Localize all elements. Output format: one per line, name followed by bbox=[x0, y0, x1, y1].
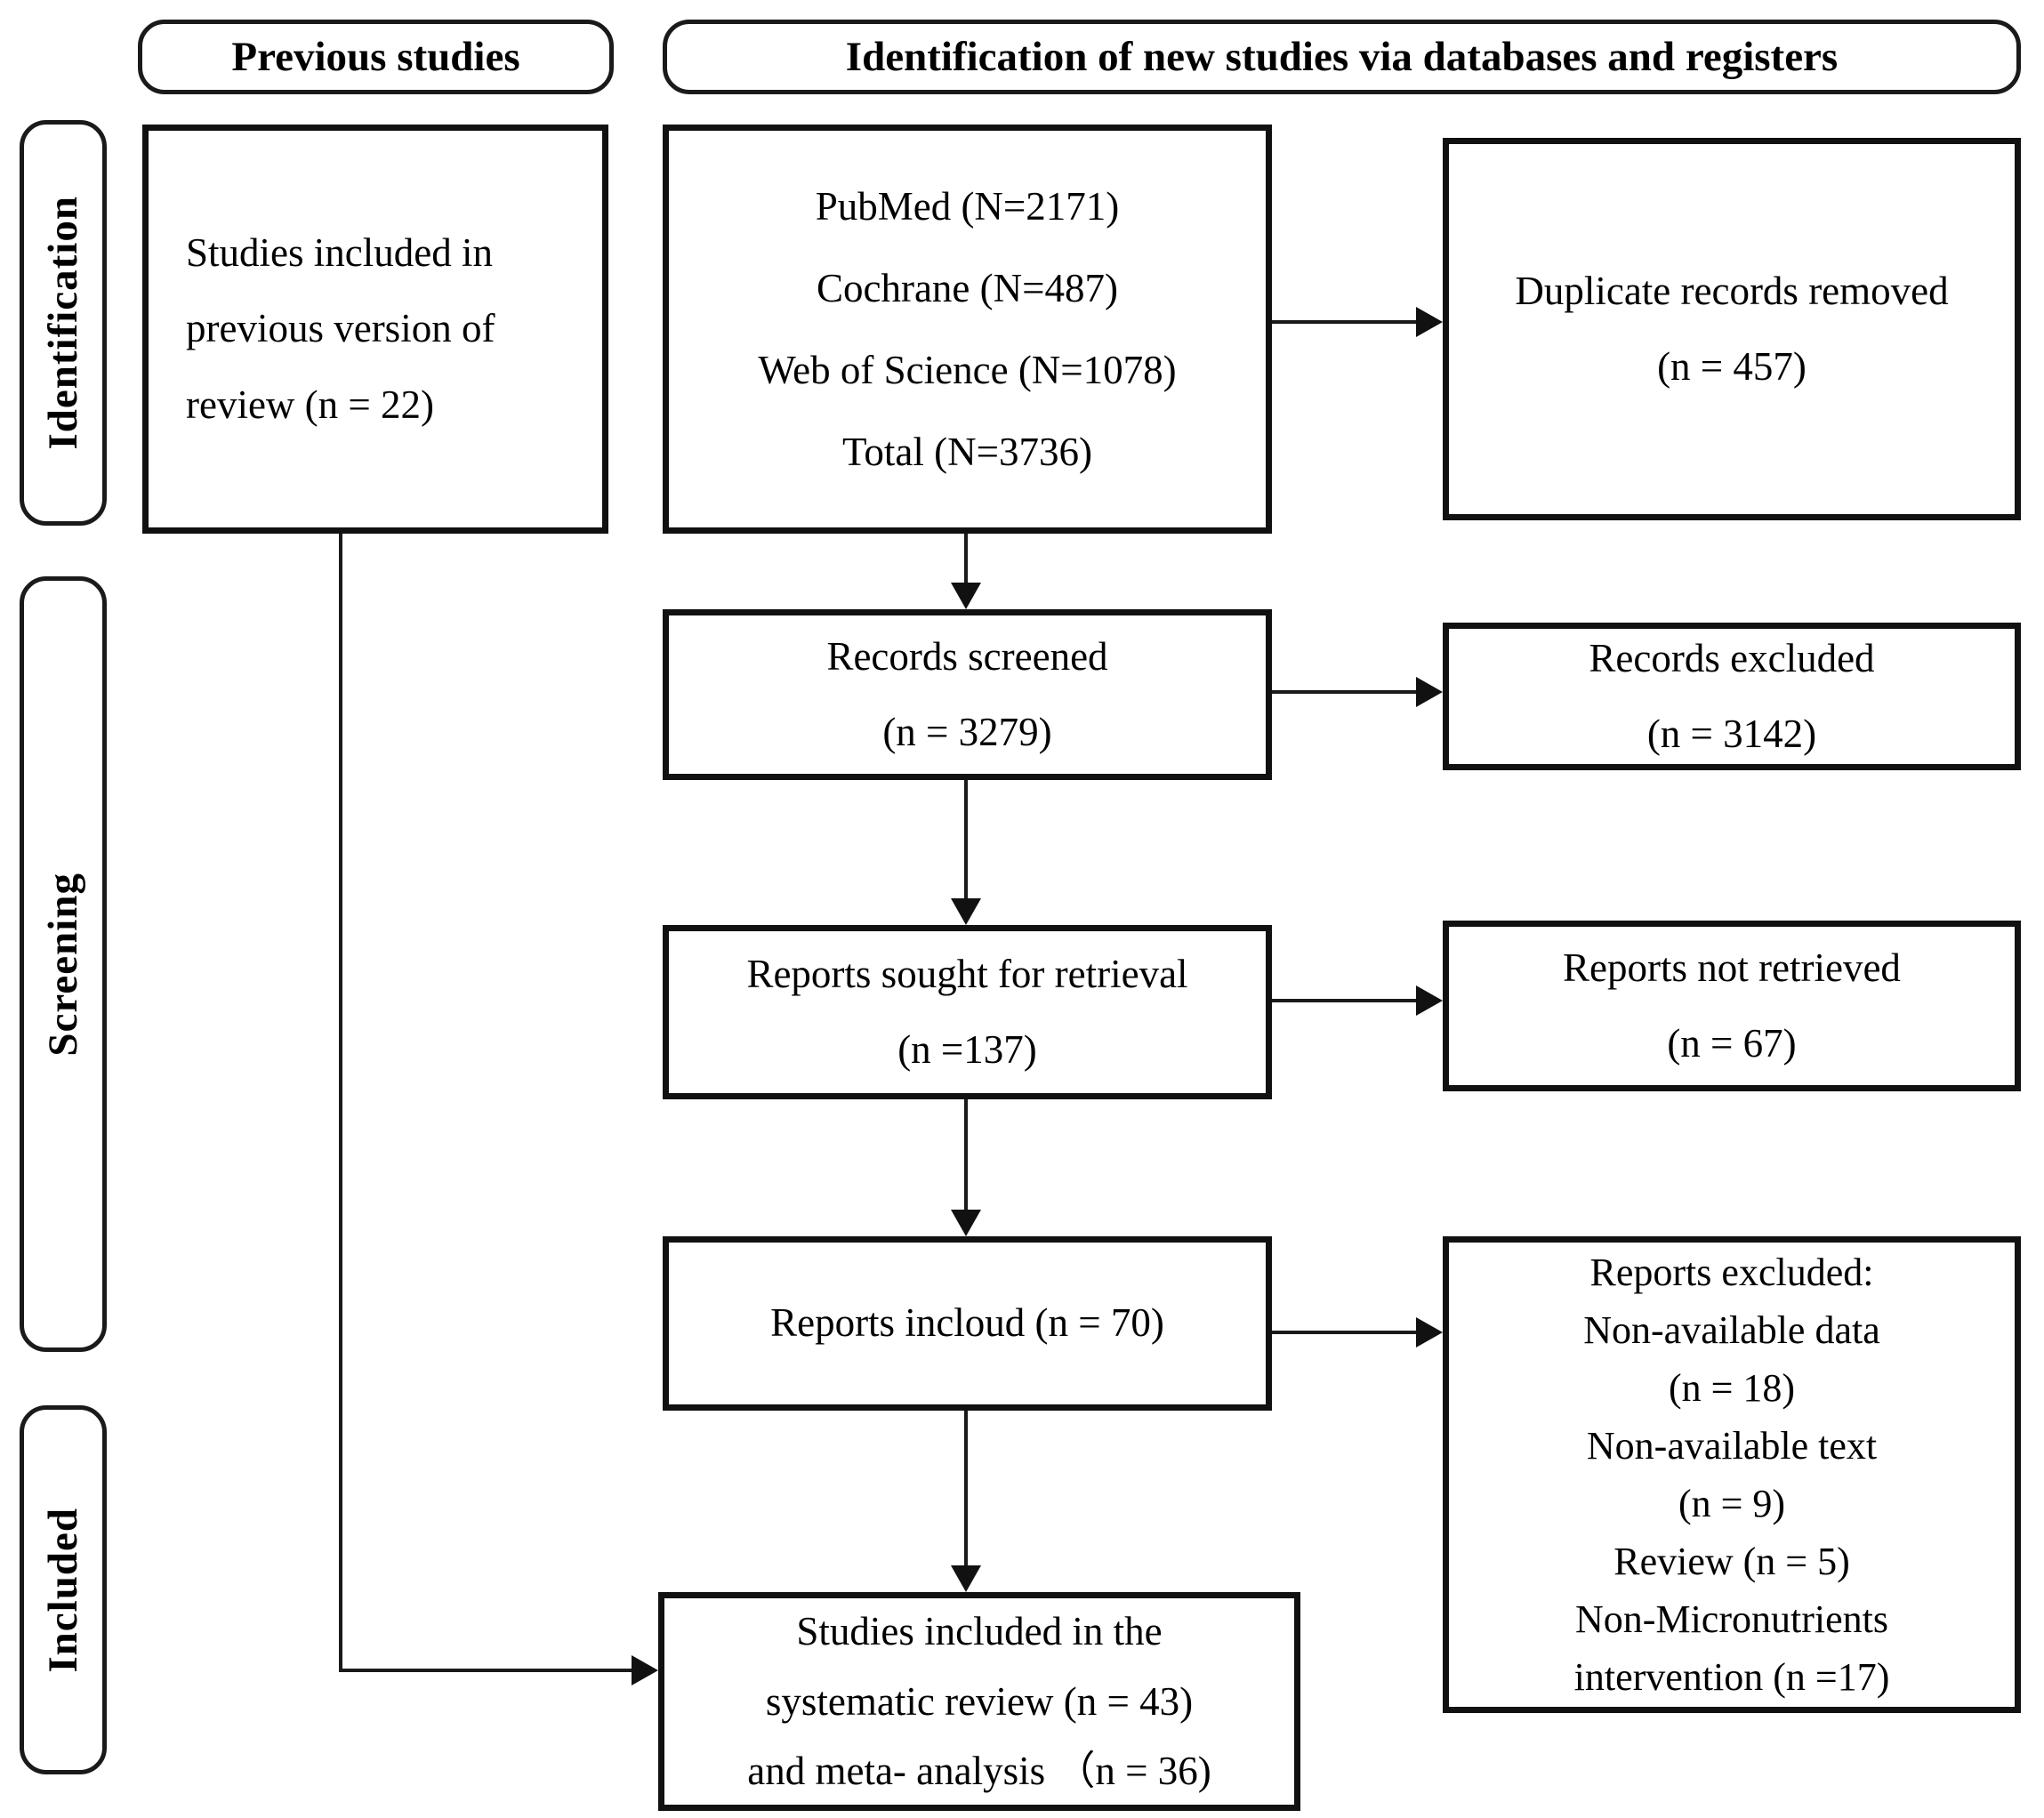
text-line: previous version of bbox=[186, 306, 495, 351]
text-line: Studies included in the bbox=[796, 1608, 1163, 1653]
arrow-screened-to-sought-head bbox=[951, 898, 981, 925]
arrow-databases-to-duplicates-head bbox=[1416, 307, 1443, 337]
arrow-included-to-reportsexcluded-line bbox=[1272, 1331, 1418, 1334]
databases-box: PubMed (N=2171) Cochrane (N=487) Web of … bbox=[663, 125, 1272, 534]
new-studies-header-label: Identification of new studies via databa… bbox=[845, 34, 1839, 80]
reports-sought-box: Reports sought for retrieval (n =137) bbox=[663, 925, 1272, 1099]
text-line: Studies included in bbox=[186, 229, 493, 275]
text-line: Reports not retrieved bbox=[1563, 945, 1901, 990]
text-line: Reports incloud (n = 70) bbox=[770, 1300, 1164, 1346]
text-line: Non-available text bbox=[1586, 1423, 1878, 1468]
text-line: intervention (n =17) bbox=[1573, 1655, 1890, 1700]
stage-included-label: Included bbox=[40, 1507, 86, 1673]
text-line: systematic review (n = 43) bbox=[765, 1678, 1194, 1724]
text-line: Cochrane (N=487) bbox=[816, 265, 1119, 310]
records-excluded-box: Records excluded (n = 3142) bbox=[1443, 623, 2021, 770]
text-line: PubMed (N=2171) bbox=[815, 183, 1120, 229]
arrow-screened-to-excluded-line bbox=[1272, 690, 1418, 694]
arrow-included-to-reportsexcluded-head bbox=[1416, 1317, 1443, 1347]
text-line: (n =137) bbox=[897, 1027, 1037, 1072]
arrow-previous-to-final-horizontal bbox=[339, 1669, 633, 1672]
stage-identification-label: Identification bbox=[40, 196, 86, 450]
arrow-sought-to-notretrieved-line bbox=[1272, 999, 1418, 1002]
stage-included: Included bbox=[20, 1405, 107, 1774]
text-line: Records excluded bbox=[1589, 635, 1875, 680]
text-line: (n = 457) bbox=[1657, 344, 1807, 389]
text-line: review (n = 22) bbox=[186, 382, 435, 427]
duplicates-removed-box: Duplicate records removed (n = 457) bbox=[1443, 138, 2021, 520]
text-line: (n = 3142) bbox=[1646, 712, 1817, 756]
reports-excluded-box: Reports excluded: Non-available data (n … bbox=[1443, 1236, 2021, 1713]
text-line: (n = 9) bbox=[1678, 1482, 1786, 1525]
text-line: Records screened bbox=[826, 633, 1108, 679]
text-line: Web of Science (N=1078) bbox=[758, 348, 1177, 392]
text-line: Total (N=3736) bbox=[842, 430, 1092, 475]
stage-screening-label: Screening bbox=[40, 872, 86, 1057]
arrow-previous-to-final-vertical bbox=[339, 534, 342, 1672]
text-line: Review (n = 5) bbox=[1613, 1540, 1850, 1584]
text-line: (n = 18) bbox=[1668, 1365, 1796, 1410]
arrow-screened-to-sought-line bbox=[964, 780, 968, 901]
arrow-included-to-final-line bbox=[964, 1411, 968, 1568]
text-line: and meta- analysis （n = 36) bbox=[747, 1749, 1211, 1794]
arrow-included-to-final-head bbox=[951, 1565, 981, 1592]
text-line: Reports sought for retrieval bbox=[746, 951, 1188, 996]
text-line: Duplicate records removed bbox=[1515, 268, 1949, 313]
new-studies-header: Identification of new studies via databa… bbox=[663, 20, 2021, 94]
previous-studies-header-label: Previous studies bbox=[231, 34, 520, 80]
stage-identification: Identification bbox=[20, 120, 107, 526]
previous-studies-header: Previous studies bbox=[138, 20, 614, 94]
text-line: Non-available data bbox=[1583, 1307, 1880, 1352]
arrow-databases-to-duplicates-line bbox=[1272, 320, 1418, 324]
arrow-previous-to-final-head bbox=[632, 1655, 658, 1685]
records-screened-box: Records screened (n = 3279) bbox=[663, 609, 1272, 780]
arrow-databases-to-screened-line bbox=[964, 534, 968, 585]
text-line: Non-Micronutrients bbox=[1575, 1597, 1888, 1642]
text-line: Reports excluded: bbox=[1589, 1250, 1874, 1294]
arrow-sought-to-included-head bbox=[951, 1210, 981, 1236]
arrow-sought-to-included-line bbox=[964, 1099, 968, 1212]
text-line: (n = 67) bbox=[1667, 1021, 1797, 1066]
reports-not-retrieved-box: Reports not retrieved (n = 67) bbox=[1443, 921, 2021, 1091]
arrow-sought-to-notretrieved-head bbox=[1416, 985, 1443, 1016]
previous-version-box: Studies included in previous version of … bbox=[142, 125, 608, 534]
reports-included-box: Reports incloud (n = 70) bbox=[663, 1236, 1272, 1411]
text-line: (n = 3279) bbox=[882, 710, 1052, 754]
stage-screening: Screening bbox=[20, 576, 107, 1352]
arrow-screened-to-excluded-head bbox=[1416, 677, 1443, 707]
arrow-databases-to-screened-head bbox=[951, 583, 981, 609]
final-included-box: Studies included in the systematic revie… bbox=[658, 1592, 1300, 1811]
